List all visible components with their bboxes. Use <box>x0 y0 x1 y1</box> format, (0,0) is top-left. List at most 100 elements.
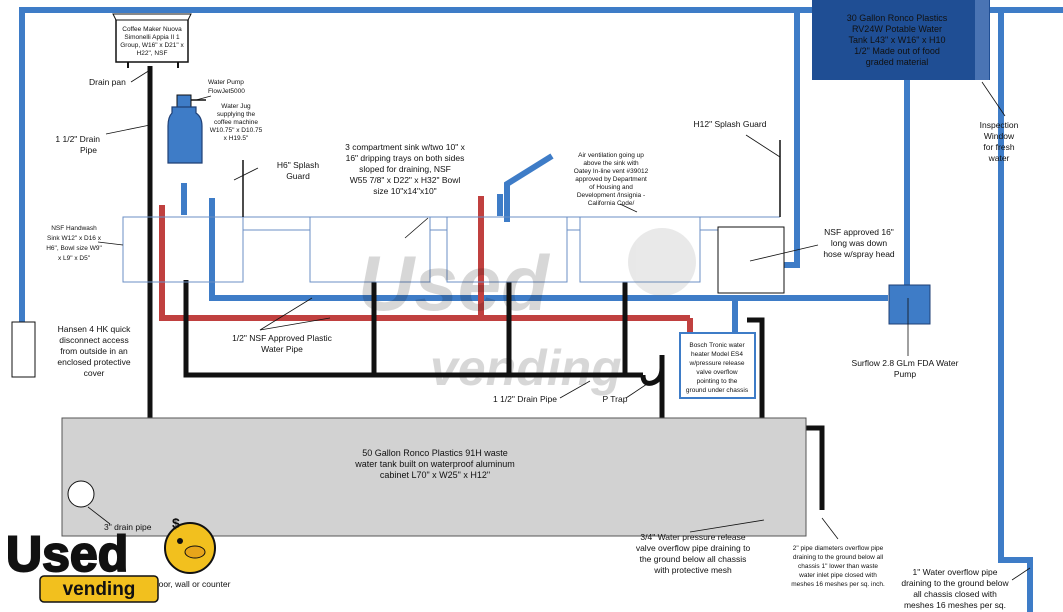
ptrap-label: P Trap <box>603 394 628 404</box>
watermark: Used vending <box>358 228 696 396</box>
overflow-1in-label-1: draining to the ground below <box>901 578 1009 588</box>
pressure-release-label-3: with protective mesh <box>653 565 732 575</box>
hose-label-0: NSF approved 16" <box>824 227 894 237</box>
hansen-label-3: enclosed protective <box>57 357 131 367</box>
pressure-release-label-0: 3/4" Water pressure release <box>640 532 745 542</box>
logo-vending-text: vending <box>63 579 136 600</box>
pressure-release-label-2: the ground below all chassis <box>640 554 747 564</box>
watermark-big-left: Used <box>358 239 550 327</box>
splash-h6-label-0: H6" Splash <box>277 160 320 170</box>
drain-lower-label: 1 1/2" Drain Pipe <box>493 394 557 404</box>
pipe-2in-label-4: meshes 16 meshes per sq. inch. <box>791 581 885 588</box>
heater-label-5: ground under chassis <box>686 387 749 394</box>
sink-counter <box>122 216 780 283</box>
heater-label-2: w/pressure release <box>689 360 745 367</box>
handwash-label-1: Sink W12" x D16 x <box>47 235 102 242</box>
waste-tank-label-2: cabinet L70" x W25" x H12" <box>380 470 490 480</box>
water-pump-label-0: Water Pump <box>208 79 244 86</box>
air-vent-label-3: approved by Department <box>575 176 647 183</box>
air-vent-label-6: California Code/ <box>588 200 635 207</box>
drain-3in-opening <box>67 480 95 508</box>
hansen-label-4: cover <box>84 368 105 378</box>
air-vent-label-5: Development /Insignia - <box>577 192 645 199</box>
fresh-tank-label-0: 30 Gallon Ronco Plastics <box>847 13 948 23</box>
air-vent-label-1: above the sink with <box>583 160 639 167</box>
leader-lines <box>87 69 1031 581</box>
water-jug-label-0: Water Jug <box>221 103 251 110</box>
heater-label-4: pointing to the <box>697 378 738 385</box>
water-pipe-label-1: Water Pipe <box>261 344 303 354</box>
sink-label-0: 3 compartment sink w/two 10" x <box>345 142 465 152</box>
fresh-water-pipes <box>19 7 1063 612</box>
overflow-1in-label-2: all chassis closed with <box>913 589 997 599</box>
fresh-tank-label-2: Tank L43" x W16" x H10 <box>849 35 946 45</box>
pipe-2in-label-0: 2" pipe diameters overflow pipe <box>793 545 884 552</box>
splash-h12-label: H12" Splash Guard <box>694 119 767 129</box>
water-jug-label-3: W10.75" x D10.75 <box>210 127 263 134</box>
drain-pipe-label-0: 1 1/2" Drain <box>55 134 100 144</box>
handwash-label-3: x L9" x D5" <box>58 255 91 262</box>
handwash-label-2: H6", Bowl size W9" <box>46 245 102 252</box>
pipe-2in-label-3: water inlet pipe closed with <box>798 572 877 579</box>
air-vent-label-0: Air ventilation going up <box>578 152 644 159</box>
surflow-label-0: Surflow 2.8 GLm FDA Water <box>852 358 959 368</box>
hose-box <box>717 226 785 294</box>
inspection-label-1: Window <box>984 131 1015 141</box>
pipe-2in-label-1: draining to the ground below all <box>793 554 884 561</box>
coffee-maker: Coffee Maker Nuova Simonelli Appia II 1 … <box>112 13 192 68</box>
coffee-maker-label-1: Simonelli Appia II 1 <box>124 34 180 41</box>
air-vent-label-2: Oatey In-line vent #39012 <box>574 168 649 175</box>
waste-water-tank <box>61 417 807 537</box>
quick-disconnect-box <box>11 321 36 378</box>
heater-label-1: heater Model ES4 <box>691 351 743 358</box>
heater-label-3: valve overflow <box>696 369 737 376</box>
fresh-tank-label-1: RV24W Potable Water <box>852 24 942 34</box>
sink-label-4: size 10"x14"x10" <box>373 186 436 196</box>
water-jug-label-2: coffee machine <box>214 119 258 126</box>
water-pump-label-1: FlowJet5000 <box>208 88 245 95</box>
used-vending-logo: Used $ vending <box>5 515 216 603</box>
pressure-release-label-1: valve overflow pipe draining to <box>636 543 751 553</box>
water-heater <box>679 332 756 399</box>
hose-label-2: hose w/spray head <box>823 249 895 259</box>
hose-label-1: long was down <box>831 238 888 248</box>
hansen-label-1: disconnect access <box>59 335 128 345</box>
splash-h6-label-1: Guard <box>286 171 310 181</box>
surflow-label-1: Pump <box>894 369 916 379</box>
drain-3in-label: 3" drain pipe <box>104 522 152 532</box>
sink-label-1: 16" dripping trays on both sides <box>346 153 465 163</box>
handwash-label-0: NSF Handwash <box>51 225 97 232</box>
water-pipe-label-0: 1/2" NSF Approved Plastic <box>232 333 333 343</box>
heater-label-0: Bosch Tronic water <box>689 342 745 349</box>
watermark-big-right: vending <box>430 340 622 396</box>
coffee-maker-label-2: Group, W16" x D21" x <box>120 42 184 49</box>
overflow-1in-label-0: 1" Water overflow pipe <box>913 567 998 577</box>
svg-text:$: $ <box>172 515 180 531</box>
air-vent-label-4: of Housing and <box>589 184 633 191</box>
waste-tank-label-0: 50 Gallon Ronco Plastics 91H waste <box>362 448 508 458</box>
sink-label-2: sloped for draining, NSF <box>359 164 451 174</box>
hansen-label-0: Hansen 4 HK quick <box>58 324 132 334</box>
waste-tank-label-1: water tank built on waterproof aluminum <box>354 459 515 469</box>
fresh-water-tank: 30 Gallon Ronco Plastics RV24W Potable W… <box>812 0 990 80</box>
water-jug-label-1: supplying the <box>217 111 256 118</box>
inspection-label-2: for fresh <box>983 142 1014 152</box>
water-jug <box>167 94 206 164</box>
drain-pipe-label-1: Pipe <box>80 145 97 155</box>
fresh-tank-label-4: graded material <box>866 57 929 67</box>
inspection-label-0: Inspection <box>980 120 1019 130</box>
sink-label-3: W55 7/8" x D22" x H32" Bowl <box>350 175 461 185</box>
logo-used-text: Used <box>6 526 128 582</box>
overflow-1in-label-3: meshes 16 meshes per sq. <box>904 600 1006 610</box>
pipe-2in-label-2: chassis 1" lower than waste <box>798 563 878 570</box>
inspection-label-3: water <box>988 153 1010 163</box>
coffee-maker-label-3: H22", NSF <box>137 50 168 57</box>
sink-faucet <box>504 153 554 222</box>
drain-pan-label: Drain pan <box>89 77 126 87</box>
water-jug-label-4: x H19.5" <box>224 135 249 142</box>
surflow-pump <box>888 284 931 325</box>
hansen-label-2: from outside in an <box>60 346 128 356</box>
fresh-tank-label-3: 1/2" Made out of food <box>854 46 940 56</box>
coffee-maker-label-0: Coffee Maker Nuova <box>122 26 182 33</box>
